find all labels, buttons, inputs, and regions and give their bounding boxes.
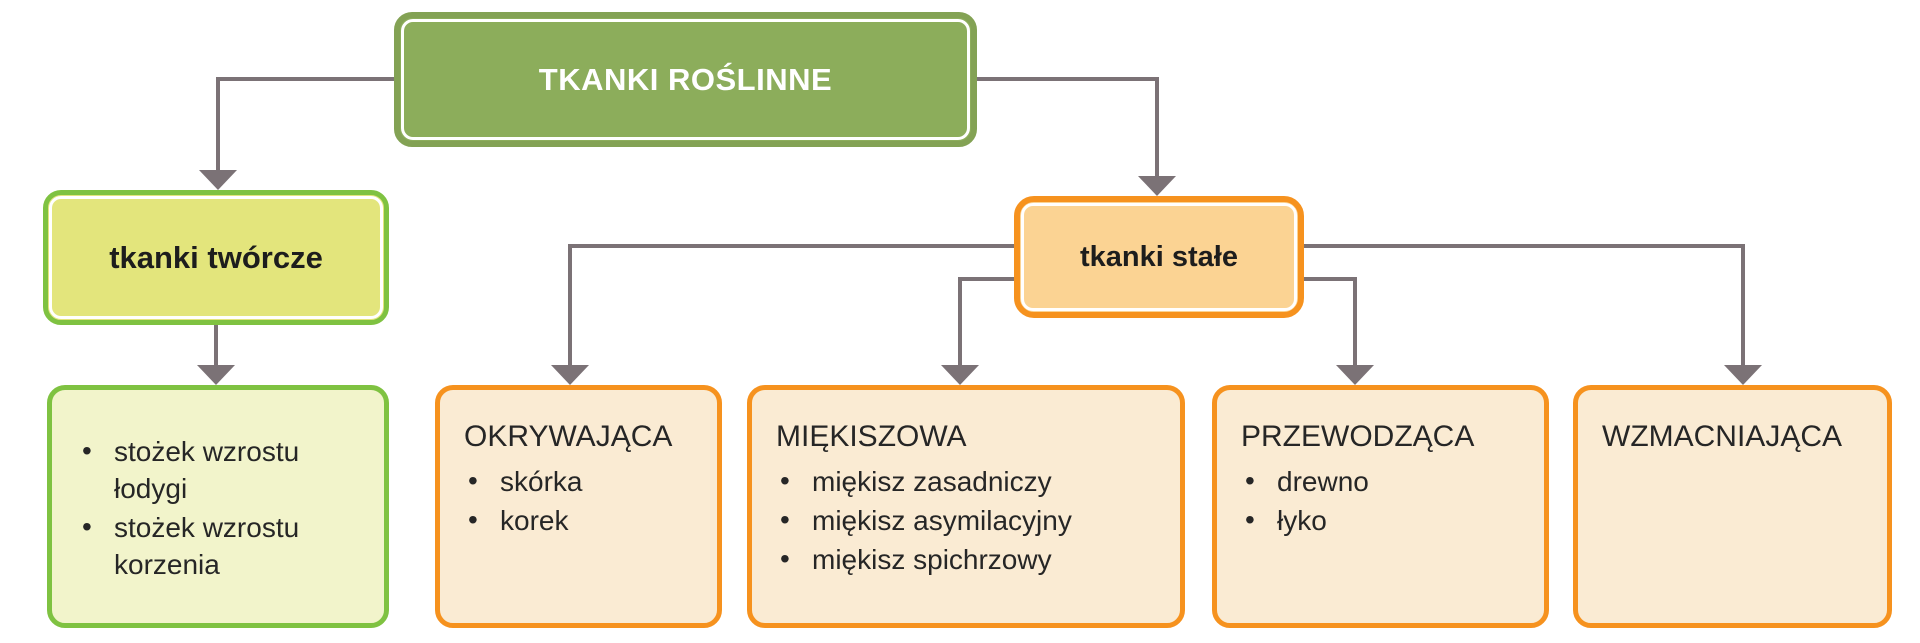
node-tkanki-tworcze: tkanki twórcze: [43, 190, 389, 325]
list-item: korek: [464, 502, 705, 540]
arrowhead-icon: [1138, 176, 1176, 196]
leaf-miekiszowa: MIĘKISZOWA miękisz zasadniczy miękisz as…: [747, 385, 1185, 628]
miekiszowa-bullet-list: miękisz zasadniczy miękisz asymilacyjny …: [776, 463, 1168, 579]
leaf-okrywajaca-title: OKRYWAJĄCA: [464, 420, 673, 453]
leaf-miekiszowa-title: MIĘKISZOWA: [776, 420, 967, 453]
list-item: stożek wzrostu łodygi: [78, 433, 366, 508]
node-tkanki-stale: tkanki stałe: [1014, 196, 1304, 318]
leaf-przewodzaca-title: PRZEWODZĄCA: [1241, 420, 1475, 453]
connector-stale-to-okrywajaca: [568, 244, 1014, 367]
tworcze-bullet-list: stożek wzrostu łodygi stożek wzrostu kor…: [78, 433, 366, 584]
okrywajaca-bullet-list: skórka korek: [464, 463, 705, 540]
node-tkanki-roslinne-label: TKANKI ROŚLINNE: [538, 61, 833, 97]
node-tkanki-roslinne: TKANKI ROŚLINNE: [394, 12, 977, 147]
arrowhead-icon: [1336, 365, 1374, 385]
arrowhead-icon: [197, 365, 235, 385]
connector-root-to-tworcze: [216, 77, 394, 172]
leaf-tworcze-list: stożek wzrostu łodygi stożek wzrostu kor…: [47, 385, 389, 628]
list-item: miękisz spichrzowy: [776, 541, 1168, 579]
arrowhead-icon: [941, 365, 979, 385]
leaf-wzmacniajaca-title: WZMACNIAJĄCA: [1602, 420, 1842, 453]
przewodzaca-bullet-list: drewno łyko: [1241, 463, 1532, 540]
node-tkanki-stale-label: tkanki stałe: [1080, 240, 1238, 273]
list-item: stożek wzrostu korzenia: [78, 509, 366, 584]
list-item: łyko: [1241, 502, 1532, 540]
arrowhead-icon: [551, 365, 589, 385]
arrowhead-icon: [1724, 365, 1762, 385]
connector-root-to-stale: [977, 77, 1159, 178]
connector-stale-to-miekiszowa: [958, 277, 1014, 367]
connector-stale-to-wzmacniajaca: [1304, 244, 1745, 367]
leaf-wzmacniajaca: WZMACNIAJĄCA: [1573, 385, 1892, 628]
list-item: skórka: [464, 463, 705, 501]
leaf-przewodzaca: PRZEWODZĄCA drewno łyko: [1212, 385, 1549, 628]
arrowhead-icon: [199, 170, 237, 190]
list-item: drewno: [1241, 463, 1532, 501]
connector-stale-to-przewodzaca: [1304, 277, 1357, 367]
list-item: miękisz zasadniczy: [776, 463, 1168, 501]
node-tkanki-tworcze-label: tkanki twórcze: [109, 239, 323, 275]
leaf-okrywajaca: OKRYWAJĄCA skórka korek: [435, 385, 722, 628]
list-item: miękisz asymilacyjny: [776, 502, 1168, 540]
